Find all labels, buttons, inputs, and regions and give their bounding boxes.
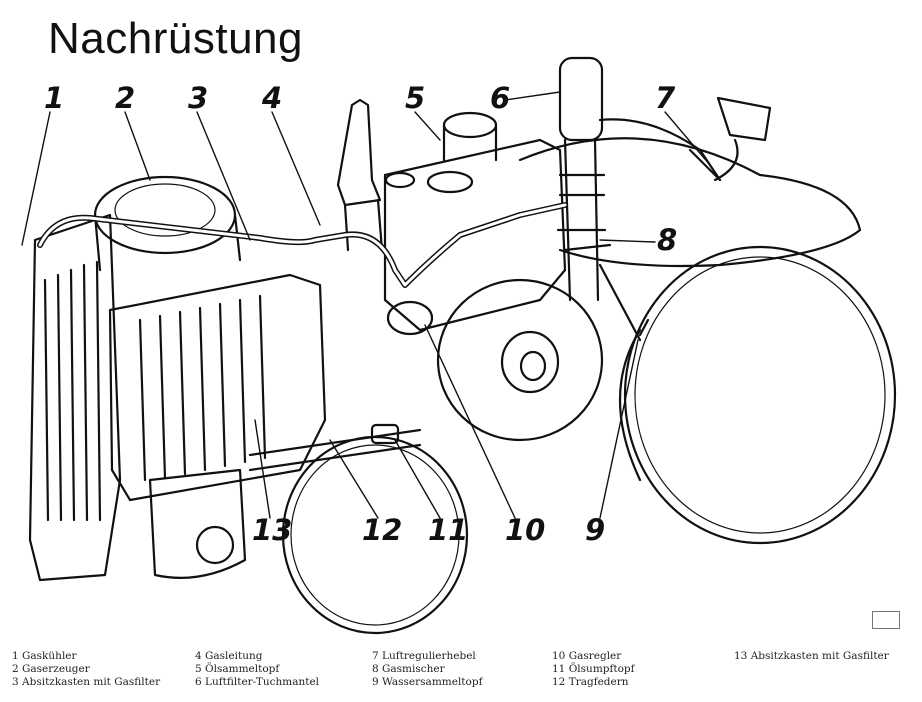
- callout-6: 6: [490, 81, 510, 115]
- callout-7: 7: [655, 81, 676, 115]
- legend-item: 5 Ölsammeltopf: [195, 663, 280, 675]
- belt-pulley: [436, 278, 604, 442]
- seat: [716, 96, 772, 142]
- legend-col-4: 10 Gasregler 11 Ölsumpftopf 12 Tragfeder…: [552, 650, 635, 689]
- gas-pipe: [37, 202, 568, 288]
- legend-col-5: 13 Absitzkasten mit Gasfilter: [734, 650, 889, 663]
- legend-item: 1 Gaskühler: [12, 650, 77, 662]
- oil-filter-tube: [558, 56, 604, 142]
- air-intake-stack: [336, 98, 382, 207]
- callout-8: 8: [657, 223, 677, 257]
- legend-item: 3 Absitzkasten mit Gasfilter: [12, 676, 161, 688]
- callout-5: 5: [405, 81, 425, 115]
- callout-3: 3: [188, 81, 208, 115]
- rear-fender: [518, 137, 862, 268]
- legend-item: 13 Absitzkasten mit Gasfilter: [734, 650, 889, 662]
- legend-col-1: 1 Gaskühler 2 Gaserzeuger 3 Absitzkasten…: [12, 650, 160, 689]
- legend-item: 9 Wassersammeltopf: [372, 676, 483, 688]
- callout-13: 13: [252, 513, 292, 547]
- legend-item: 4 Gasleitung: [195, 650, 263, 662]
- oil-sump-pot: [370, 423, 400, 445]
- callout-12: 12: [362, 513, 402, 547]
- gas-cooler: [28, 213, 122, 582]
- callout-2: 2: [115, 81, 135, 115]
- callout-11: 11: [428, 513, 468, 547]
- gas-regulator: [386, 300, 434, 336]
- callout-9: 9: [585, 513, 605, 547]
- rear-wheel: [623, 245, 897, 545]
- legend-col-3: 7 Luftregulierhebel 8 Gasmischer 9 Wasse…: [372, 650, 482, 689]
- legend-col-2: 4 Gasleitung 5 Ölsammeltopf 6 Luftfilter…: [195, 650, 319, 689]
- legend-item: 2 Gaserzeuger: [12, 663, 90, 675]
- legend-item: 12 Tragfedern: [552, 676, 629, 688]
- legend-item: 11 Ölsumpftopf: [552, 663, 635, 675]
- archive-stamp: [872, 611, 900, 629]
- legend-item: 6 Luftfilter-Tuchmantel: [195, 676, 320, 688]
- legend-item: 8 Gasmischer: [372, 663, 445, 675]
- legend-item: 10 Gasregler: [552, 650, 622, 662]
- callout-4: 4: [261, 81, 282, 115]
- lower-tank: [148, 468, 247, 579]
- callout-10: 10: [505, 513, 545, 547]
- callout-1: 1: [44, 81, 64, 115]
- page-title: Nachrüstung: [48, 14, 303, 63]
- legend-item: 7 Luftregulierhebel: [372, 650, 476, 662]
- engine-block: [383, 138, 567, 332]
